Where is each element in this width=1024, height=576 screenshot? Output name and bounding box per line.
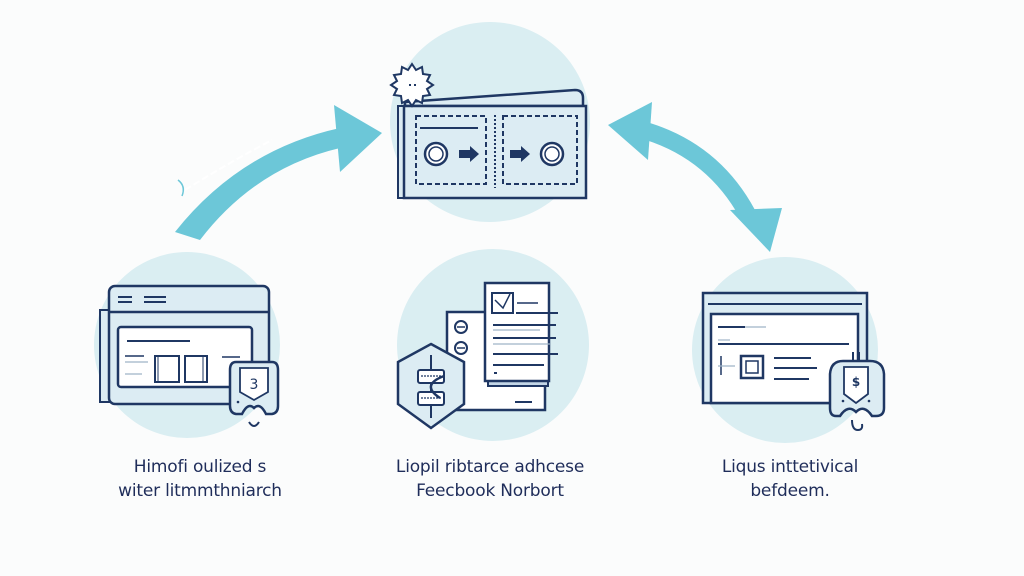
browser-window-icon [99,284,271,406]
badge-number: 3 [250,377,259,393]
curved-double-arrow-icon [608,102,782,252]
arrow-right-icon [510,146,530,162]
caption-line: Liopil ribtarce adhcese [395,457,585,477]
arrow-right-icon [459,146,479,162]
shield-tag-icon: $ [828,352,886,432]
caption-line: Liqus inttetivical [721,457,859,477]
caption-line: befdeem. [750,481,830,501]
transfer-window-icon [397,88,588,200]
curved-arrow-right-icon [175,105,382,240]
center-node-caption: Liopil ribtarce adhcese Feecbook Norbort [370,455,610,503]
badge-symbol: $ [852,375,860,389]
caption-line: Himofi oulized s [133,457,267,477]
gear-badge-icon [389,62,435,108]
left-node-caption: Himofi oulized s witer litmmthniarch [80,455,320,503]
caption-line: Feecbook Norbort [416,481,564,501]
hexagon-dollar-icon [396,342,466,430]
caption-line: witer litmmthniarch [118,481,282,501]
right-node-caption: Liqus inttetivical befdeem. [680,455,900,503]
shield-tag-icon: 3 [228,360,280,427]
